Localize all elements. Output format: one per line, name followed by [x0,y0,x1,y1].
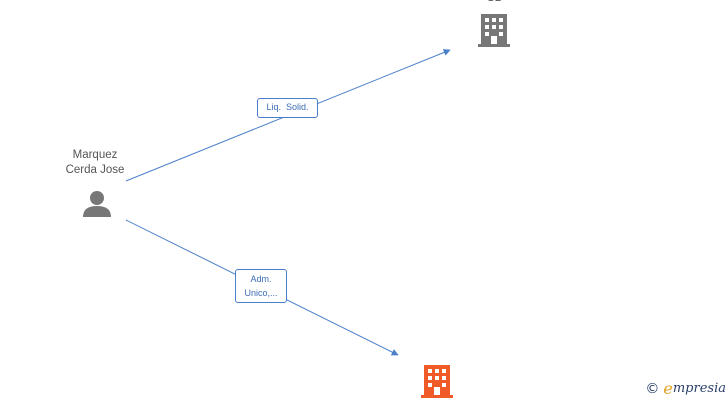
person-name-line1: Marquez [72,149,118,161]
person-name[interactable]: Marquez Cerda Jose [50,148,140,178]
copyright-symbol: © [645,380,660,397]
company-top-name[interactable]: SL [474,0,514,6]
edge-label-bottom-line1: Adm. [250,274,272,284]
edge-label-bottom[interactable]: Adm. Unico,... [235,269,287,303]
person-name-line2: Cerda Jose [65,164,125,176]
person-icon[interactable] [83,191,111,217]
brand-initial: e [663,379,673,398]
building-icon[interactable] [478,14,510,47]
edge-label-bottom-line2: Unico,... [244,288,278,298]
watermark: © e mpresia [645,379,726,398]
brand-name: mpresia [672,381,726,396]
edge-label-top[interactable]: Liq. Solid. [257,98,318,118]
building-icon[interactable] [421,365,453,398]
edge-label-top-text: Liq. Solid. [266,102,309,112]
